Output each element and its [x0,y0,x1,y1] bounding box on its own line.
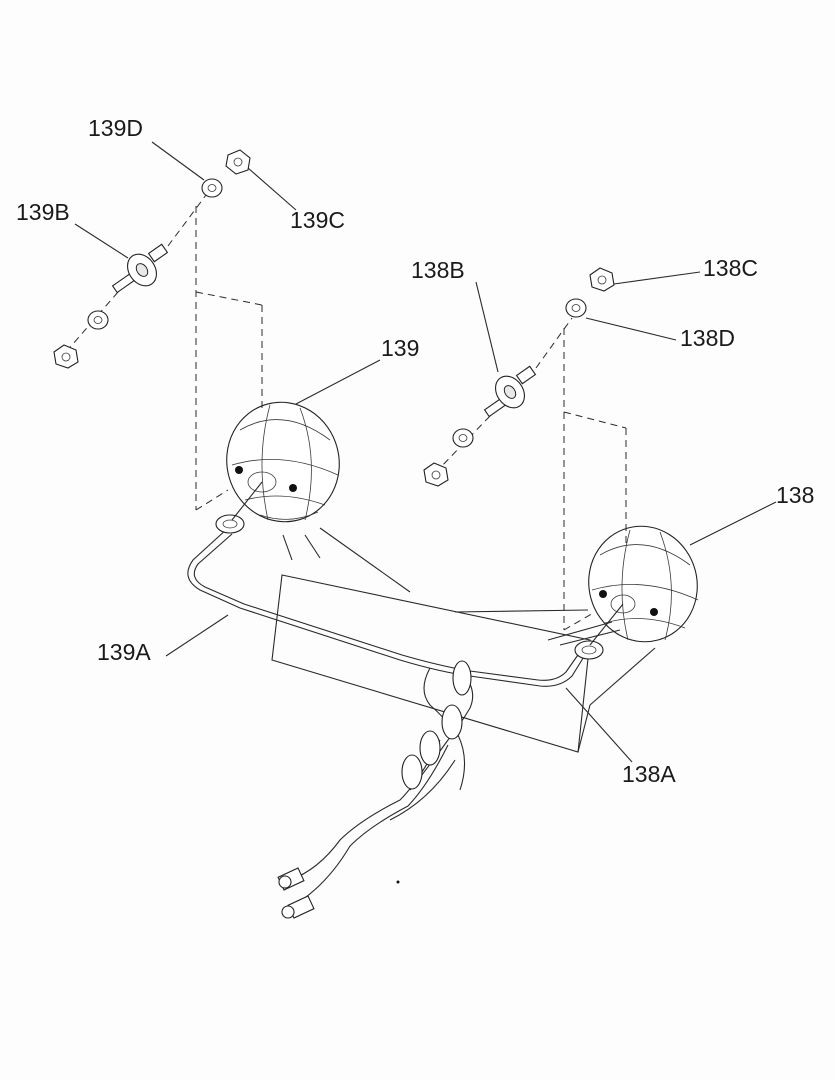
axis-138-upper [535,317,573,369]
label-139D: 139D [88,115,143,141]
label-138: 138 [776,482,814,508]
leader-139A [165,614,229,657]
connector-lower [281,895,315,919]
axis-139-upper [167,194,207,247]
leader-138A [565,687,633,763]
washer-139-lower [87,310,109,330]
connector-upper [277,867,305,891]
label-138A: 138A [622,761,676,787]
leader-138 [689,501,777,546]
nut-138-lower [423,462,449,487]
clip-3 [419,730,441,766]
clip-2 [441,704,463,740]
leader-138D [585,317,677,341]
label-139: 139 [381,335,419,361]
wiring-harness [187,527,586,901]
label-139C: 139C [290,207,345,233]
label-138C: 138C [703,255,758,281]
bolt-139B [111,243,169,294]
bolt-138B [483,365,537,418]
leader-139C [247,167,297,211]
lamp-139-light-rays [282,527,411,593]
projection-lines-138 [563,328,627,631]
leader-139B [74,223,129,259]
washer-138-lower [452,428,474,448]
leader-138C [613,271,701,285]
plate-side-lines [577,647,656,753]
nut-139C [225,149,251,175]
label-139A: 139A [97,639,151,665]
label-138D: 138D [680,325,735,351]
leader-lines [74,141,777,763]
washer-138D [565,298,587,318]
grommet-138 [574,640,604,660]
lamp-139 [226,401,340,523]
callout-labels: 139D 139B 139C 138B 138C 138D 139 138 13… [16,115,814,787]
lamp-138 [588,525,699,646]
harness-clips [401,660,472,790]
leader-139D [151,141,205,181]
leader-139 [295,359,381,405]
harness-connectors [277,867,400,919]
clip-4 [401,754,423,790]
mounting-bracket-plate [271,574,591,753]
grommet-139 [215,514,245,534]
label-138B: 138B [411,257,465,283]
label-139B: 139B [16,199,70,225]
leader-138B [475,281,499,373]
clip-1 [452,660,472,696]
nut-138C [589,267,615,292]
nut-139-lower [53,344,79,369]
projection-lines-139 [195,206,263,511]
washer-139D [201,178,223,198]
lamp-138-light-rays [454,609,621,646]
